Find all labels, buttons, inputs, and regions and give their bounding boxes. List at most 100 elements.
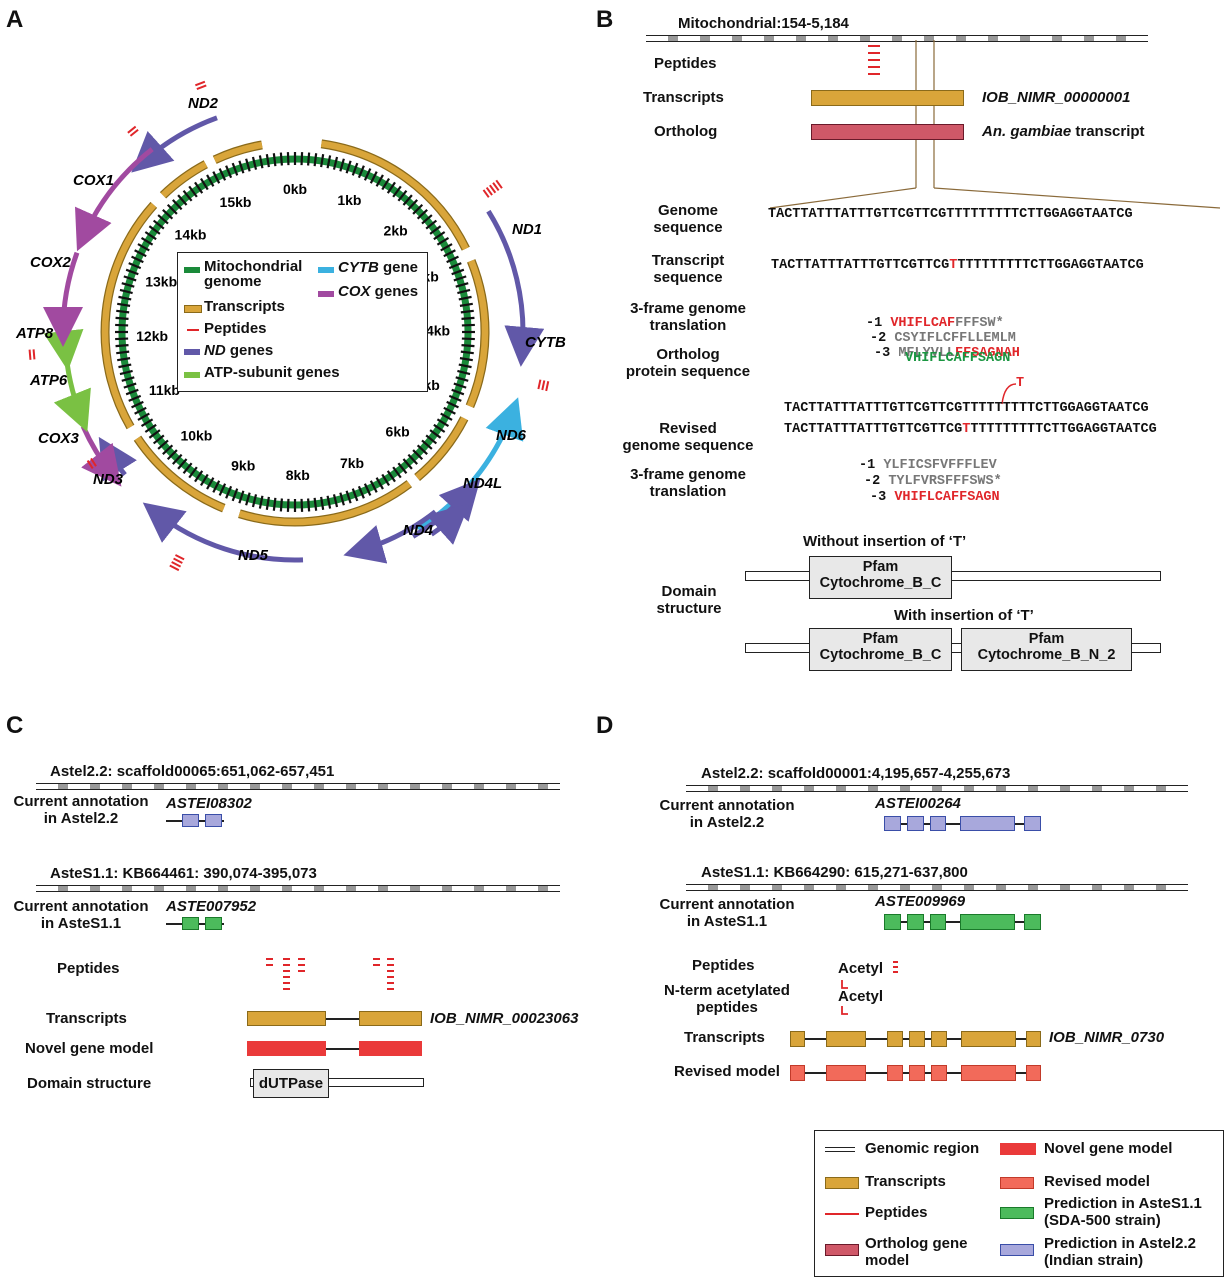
transcript-arc-6 [101, 202, 157, 429]
d-genomic-line-1 [686, 785, 1188, 792]
genome-tick [231, 488, 239, 502]
genome-tick [351, 488, 359, 502]
genome-tick [177, 194, 188, 206]
genome-tick [194, 470, 204, 483]
peptide-mark-2 [489, 184, 497, 194]
c-genomic-line-1 [36, 783, 560, 790]
genome-tick [140, 418, 154, 427]
peptide-mark-3 [541, 380, 546, 391]
genome-tick [115, 323, 129, 327]
genome-tick [375, 174, 384, 187]
d-aste-exon-2 [907, 914, 924, 930]
panel-label-a: A [6, 6, 24, 33]
kb-label: 13kb [145, 274, 177, 290]
genome-tick [115, 344, 129, 348]
genome-tick [457, 288, 471, 295]
genome-tick [369, 171, 378, 184]
genome-tick [458, 363, 472, 369]
d-astei-exon-2 [907, 816, 924, 831]
peptide-mark-2 [485, 186, 493, 196]
c-transcript-exon-1 [247, 1011, 326, 1026]
c-transcript-exon-2 [359, 1011, 422, 1026]
genome-tick [116, 350, 130, 355]
c-aste-exon-1 [182, 917, 199, 930]
genome-tick [412, 203, 424, 215]
transcript-arc-2 [466, 259, 489, 408]
genome-tick [123, 275, 137, 282]
genome-tick [231, 162, 239, 176]
genome-tick [332, 494, 339, 508]
genome-tick [182, 189, 193, 202]
genome-tick [326, 495, 332, 509]
d-aste-exon-4 [960, 914, 1015, 930]
genome-tick [118, 363, 132, 369]
d-transcript-exon-5 [931, 1031, 947, 1047]
genome-tick [392, 185, 402, 198]
genome-tick [416, 444, 428, 455]
genome-tick [258, 495, 264, 509]
genome-tick [188, 466, 198, 479]
d-transcript-exon-1 [790, 1031, 805, 1047]
genome-tick [218, 168, 227, 181]
legend-transcripts: Transcripts [204, 298, 285, 315]
genome-tick [339, 492, 345, 506]
genome-tick [212, 171, 221, 184]
genome-tick [357, 485, 365, 499]
c-novel-exon-1 [247, 1041, 326, 1056]
genome-tick [279, 152, 283, 166]
genome-tick [451, 268, 465, 276]
genome-tick [460, 309, 474, 314]
panel-label-c: C [6, 712, 24, 739]
genome-tick [446, 255, 459, 264]
genome-tick [137, 412, 150, 421]
genome-tick [307, 498, 311, 512]
genome-tick [218, 483, 227, 496]
gene-label-cox3: COX3 [38, 430, 80, 447]
genome-tick [200, 177, 209, 191]
legend-cytb: CYTB gene [338, 259, 419, 276]
c-novel-intron [325, 1048, 360, 1050]
b-frame2-2: -2 TYLFVRSFFFSWS* [864, 474, 1002, 489]
legend-swatch-genome [184, 267, 200, 273]
c-aste-id: ASTE007952 [166, 898, 257, 915]
legend-swatch-peptides [187, 329, 199, 331]
legend-atp: ATP-subunit genes [204, 364, 340, 381]
genome-tick [251, 494, 258, 508]
c-domain-label: Domain structure [27, 1075, 152, 1092]
genome-tick [118, 295, 132, 301]
d-revised-exon-7 [1026, 1065, 1041, 1081]
genome-tick [440, 243, 453, 252]
b-frame-2: -2 CSYIFLCFFLLEMLM [870, 331, 1016, 346]
genome-tick [131, 400, 144, 409]
genome-tick [157, 214, 169, 225]
legend-revised-label: Revised model [1044, 1173, 1150, 1190]
gene-label-nd3: ND3 [93, 471, 124, 488]
b-frame2-3: -3 VHIFLCAFFSAGN [870, 490, 1000, 505]
d-acetyl-2: Acetyl [838, 988, 884, 1005]
genome-tick [166, 449, 178, 461]
c-novel-exon-2 [359, 1041, 422, 1056]
d-peptide-marks [841, 961, 898, 1015]
gene-arc-nd4l [426, 503, 470, 545]
b-revised-line-2: TACTTATTTATTTGTTCGTTCGTTTTTTTTTTCTTGGAGG… [784, 422, 1157, 437]
kb-label: 9kb [231, 457, 255, 473]
b-transcript-id: IOB_NIMR_00000001 [982, 89, 1131, 106]
genome-tick [194, 181, 204, 194]
d-aste-exon-1 [884, 914, 901, 930]
genome-tick [172, 453, 183, 465]
d-transcript-exon-2 [826, 1031, 866, 1047]
genome-tick [436, 237, 450, 246]
main-legend: Genomic region Transcripts Peptides Orth… [814, 1130, 1224, 1277]
b-transcript-seq: TACTTATTTATTTGTTCGTTCGTTTTTTTTTTCTTGGAGG… [771, 258, 1144, 273]
gene-arc-nd5 [142, 502, 304, 563]
genome-tick [157, 439, 169, 450]
genome-tick [265, 154, 270, 168]
